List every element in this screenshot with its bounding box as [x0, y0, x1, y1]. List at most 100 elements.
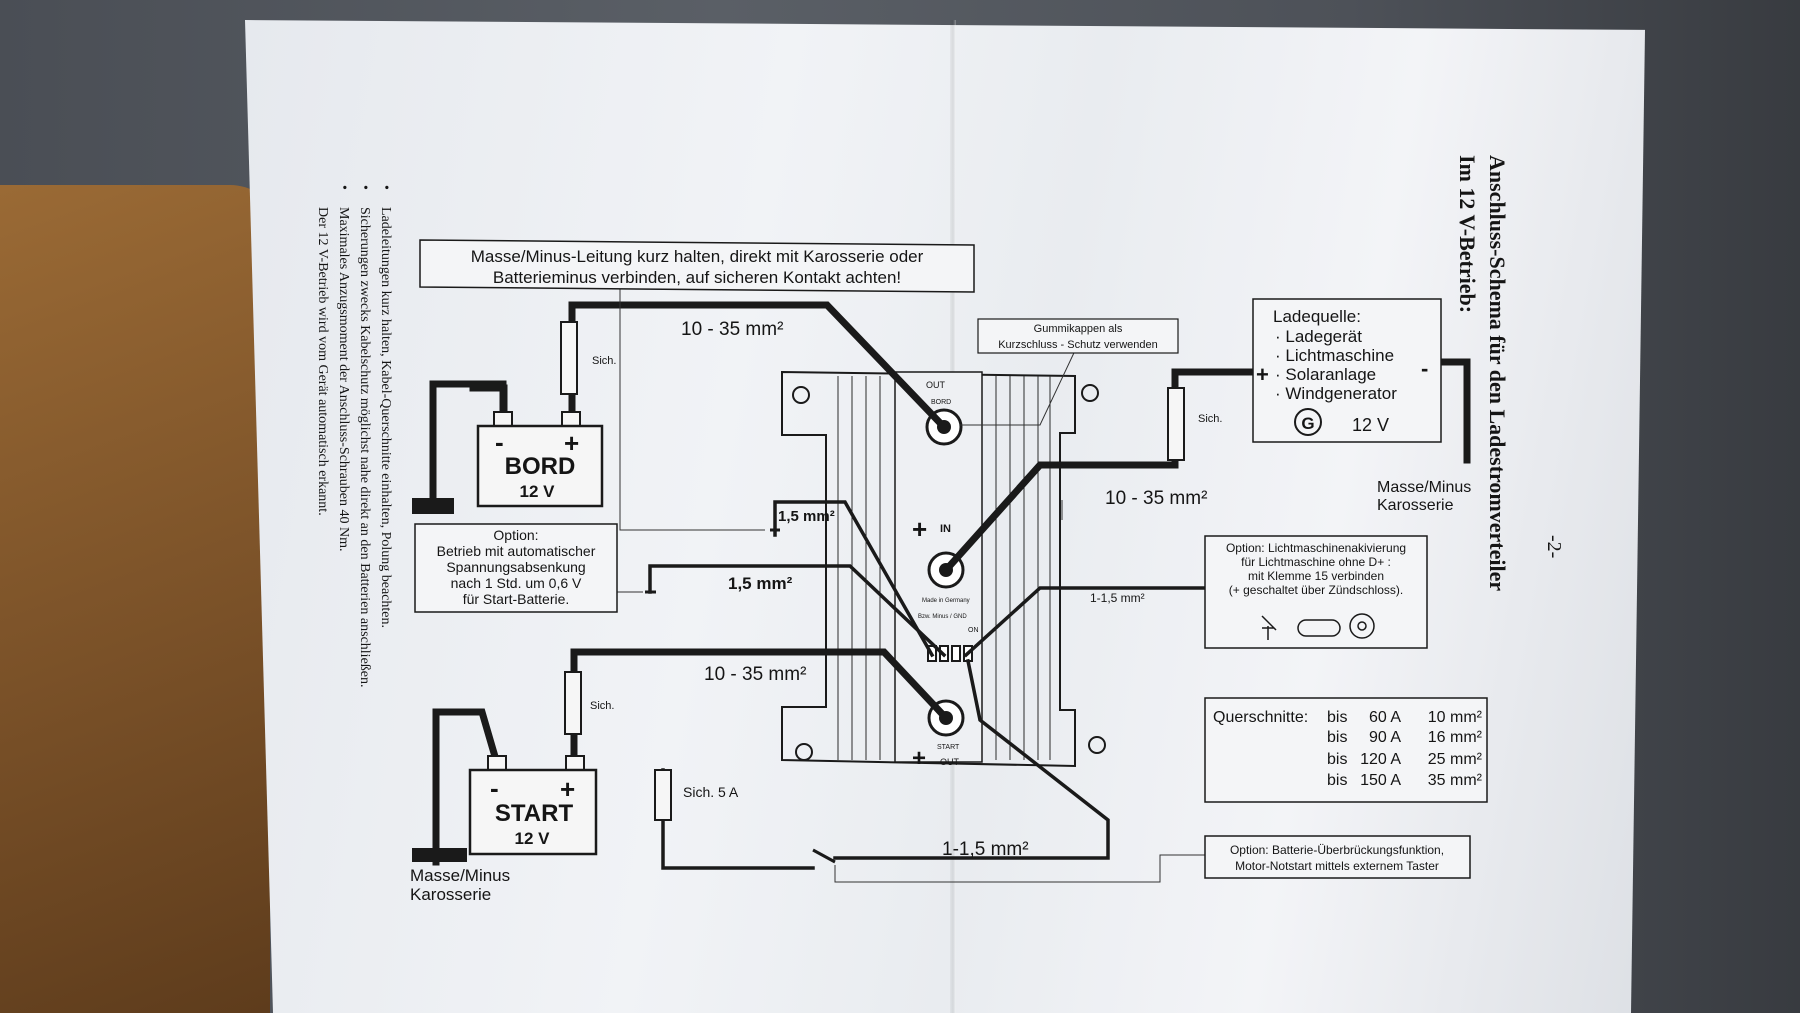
- svg-text:+: +: [564, 428, 579, 458]
- mount-hole: [792, 386, 810, 404]
- svg-text:+: +: [1256, 362, 1269, 387]
- svg-text:Sich.: Sich.: [1198, 413, 1222, 425]
- wire-label-thin-upper: 1,5 mm²: [778, 508, 835, 525]
- battery-start: - + START 12 V: [468, 755, 598, 856]
- header: Anschluss-Schema für den Ladestromvertei…: [1455, 155, 1510, 591]
- svg-text:•: •: [357, 185, 372, 190]
- battery-bord: - + BORD 12 V: [476, 411, 604, 508]
- fuses: Sich. Sich. Sich. Sich. 5 A: [560, 321, 1222, 821]
- note-item: Sicherungen zwecks Kabelschutz möglichst…: [357, 207, 372, 688]
- ground-label-right: Masse/Minus: [1377, 479, 1471, 496]
- svg-text:Masse/Minus-Leitung kurz halte: Masse/Minus-Leitung kurz halten, direkt …: [471, 247, 924, 266]
- svg-text:Sich. 5 A: Sich. 5 A: [683, 784, 739, 800]
- generator-symbol: [1294, 408, 1322, 436]
- cable-source-ground: [1436, 358, 1471, 464]
- option-bridge-box: Option: Batterie-Überbrückungsfunktion, …: [1204, 835, 1471, 879]
- note-item: Ladeleitungen kurz halten, Kabel-Quersch…: [378, 207, 393, 628]
- svg-text:10 mm²: 10 mm²: [1428, 709, 1483, 726]
- callout-ground: Masse/Minus-Leitung kurz halten, direkt …: [419, 239, 975, 293]
- cross-section-table: Querschnitte: bis 60 A 10 mm² bis 90 A 1…: [1204, 697, 1488, 803]
- svg-text:•: •: [378, 185, 393, 190]
- svg-text:150 A: 150 A: [1360, 772, 1401, 789]
- svg-text:Motor-Notstart mittels externe: Motor-Notstart mittels externem Taster: [1235, 859, 1439, 873]
- svg-text:Querschnitte:: Querschnitte:: [1213, 709, 1308, 726]
- svg-text:Gummikappen als: Gummikappen als: [1034, 323, 1123, 335]
- svg-text:Karosserie: Karosserie: [1377, 497, 1454, 514]
- svg-text:OUT: OUT: [940, 757, 960, 767]
- svg-text:120 A: 120 A: [1360, 751, 1401, 768]
- svg-text:Kurzschluss - Schutz verwenden: Kurzschluss - Schutz verwenden: [998, 339, 1158, 351]
- ground-label-left: Masse/Minus: [410, 866, 510, 885]
- svg-text:Option: Batterie-Überbrückungs: Option: Batterie-Überbrückungsfunktion,: [1230, 843, 1444, 857]
- svg-text:35 mm²: 35 mm²: [1428, 772, 1483, 789]
- svg-text:IN: IN: [940, 523, 951, 535]
- svg-text:G: G: [1301, 414, 1314, 433]
- note-item: Maximales Anzugsmoment der Anschluss-Sch…: [336, 207, 351, 552]
- option-voltage-box: Option: Betrieb mit automatischer Spannu…: [414, 523, 618, 613]
- svg-text:START: START: [495, 800, 574, 827]
- callout-caps: Gummikappen als Kurzschluss - Schutz ver…: [977, 318, 1179, 354]
- cardboard-box: [0, 185, 270, 1013]
- svg-text:Bzw. Minus / GND: Bzw. Minus / GND: [918, 614, 967, 620]
- mount-hole: [1081, 384, 1099, 402]
- svg-text:mit Klemme 15 verbinden: mit Klemme 15 verbinden: [1248, 569, 1384, 583]
- svg-text:+: +: [912, 745, 926, 772]
- svg-text:nach 1 Std. um 0,6 V: nach 1 Std. um 0,6 V: [451, 575, 582, 591]
- svg-text:12 V: 12 V: [515, 829, 551, 848]
- svg-text:· Lichtmaschine: · Lichtmaschine: [1275, 346, 1394, 365]
- svg-text:· Windgenerator: · Windgenerator: [1275, 384, 1397, 403]
- wire-label-thin-lower: 1,5 mm²: [728, 574, 793, 593]
- mount-hole: [795, 743, 813, 761]
- svg-text:16 mm²: 16 mm²: [1428, 729, 1483, 746]
- page-number: -2-: [1543, 535, 1565, 558]
- wire-label-alt: 1-1,5 mm²: [1090, 591, 1145, 605]
- svg-text:-: -: [495, 427, 504, 457]
- svg-text:25 mm²: 25 mm²: [1428, 751, 1483, 768]
- fuse-start-small: [654, 769, 672, 821]
- cable-source: [941, 368, 1257, 575]
- svg-text:· Ladegerät: · Ladegerät: [1275, 327, 1362, 346]
- svg-text:Batterieminus verbinden, auf s: Batterieminus verbinden, auf sicheren Ko…: [493, 268, 901, 287]
- svg-text:BORD: BORD: [505, 453, 576, 480]
- fuse-bord: [560, 321, 578, 395]
- svg-text:+: +: [912, 514, 927, 544]
- ground-start: [432, 708, 501, 866]
- fuse-source: [1167, 387, 1185, 461]
- distributor-device: OUT BORD + IN Made in Germany Bzw. Minus…: [781, 370, 1106, 772]
- svg-text:Betrieb mit automatischer: Betrieb mit automatischer: [437, 543, 596, 559]
- svg-text:Sich.: Sich.: [590, 700, 614, 712]
- svg-text:12 V: 12 V: [1352, 415, 1389, 435]
- svg-text:bis: bis: [1327, 751, 1347, 768]
- leader-lines: [610, 284, 1208, 883]
- svg-text:12 V: 12 V: [520, 482, 556, 501]
- svg-text:Ladequelle:: Ladequelle:: [1273, 307, 1361, 326]
- svg-text:· Solaranlage: · Solaranlage: [1275, 365, 1376, 384]
- svg-text:60 A: 60 A: [1369, 709, 1401, 726]
- wire-label-bridge: 1-1,5 mm²: [942, 839, 1029, 860]
- option-alternator-box: Option: Lichtmaschinenakivierung für Lic…: [1204, 535, 1428, 649]
- wire-label-bord: 10 - 35 mm²: [681, 319, 783, 340]
- fuse-start: [564, 671, 582, 735]
- ignition-key-icon: [1261, 613, 1375, 640]
- wire-thin-upper: [773, 500, 935, 658]
- svg-text:bis: bis: [1327, 772, 1347, 789]
- svg-text:für Start-Batterie.: für Start-Batterie.: [463, 591, 570, 607]
- svg-text:90 A: 90 A: [1369, 729, 1401, 746]
- note-item: Der 12 V-Betrieb wird vom Gerät automati…: [315, 207, 330, 516]
- ground-symbol-bord: [412, 498, 454, 514]
- wire-alt: [963, 586, 1210, 658]
- signal-wires: [648, 500, 1210, 870]
- bridge-switch: [812, 848, 836, 864]
- svg-text:Sich.: Sich.: [592, 355, 616, 367]
- notes-list: • Ladeleitungen kurz halten, Kabel-Quers…: [315, 185, 393, 688]
- ground-symbol-start: [412, 848, 467, 862]
- wire-label-source: 10 - 35 mm²: [1105, 488, 1207, 509]
- wire-thin-lower: [648, 564, 947, 658]
- main-cables: [429, 301, 1471, 866]
- svg-text:bis: bis: [1327, 729, 1347, 746]
- svg-text:bis: bis: [1327, 709, 1347, 726]
- schema-title: Anschluss-Schema für den Ladestromvertei…: [1485, 155, 1510, 591]
- mount-hole: [1088, 736, 1106, 754]
- svg-text:BORD: BORD: [931, 399, 951, 406]
